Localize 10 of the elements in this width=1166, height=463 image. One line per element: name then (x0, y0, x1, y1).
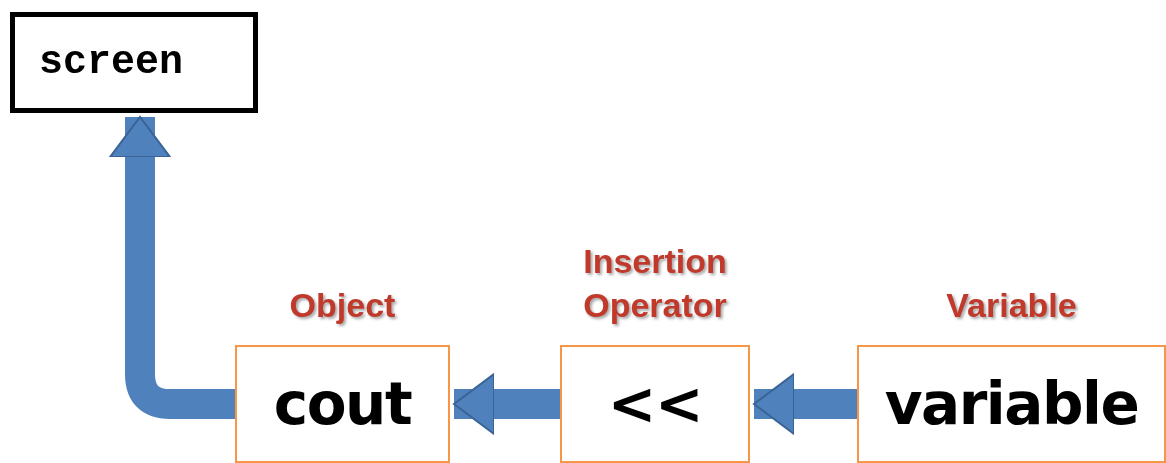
node-label: cout (273, 375, 412, 433)
node-heading: Insertion Operator (582, 240, 728, 326)
arrow (453, 373, 560, 435)
node-heading: Object (288, 284, 397, 326)
node-heading: Variable (945, 284, 1078, 326)
node-label: variable (884, 375, 1139, 433)
output-box (10, 12, 258, 113)
node-label: << (607, 375, 703, 433)
node-label: screen (39, 42, 184, 83)
arrow (753, 373, 857, 435)
